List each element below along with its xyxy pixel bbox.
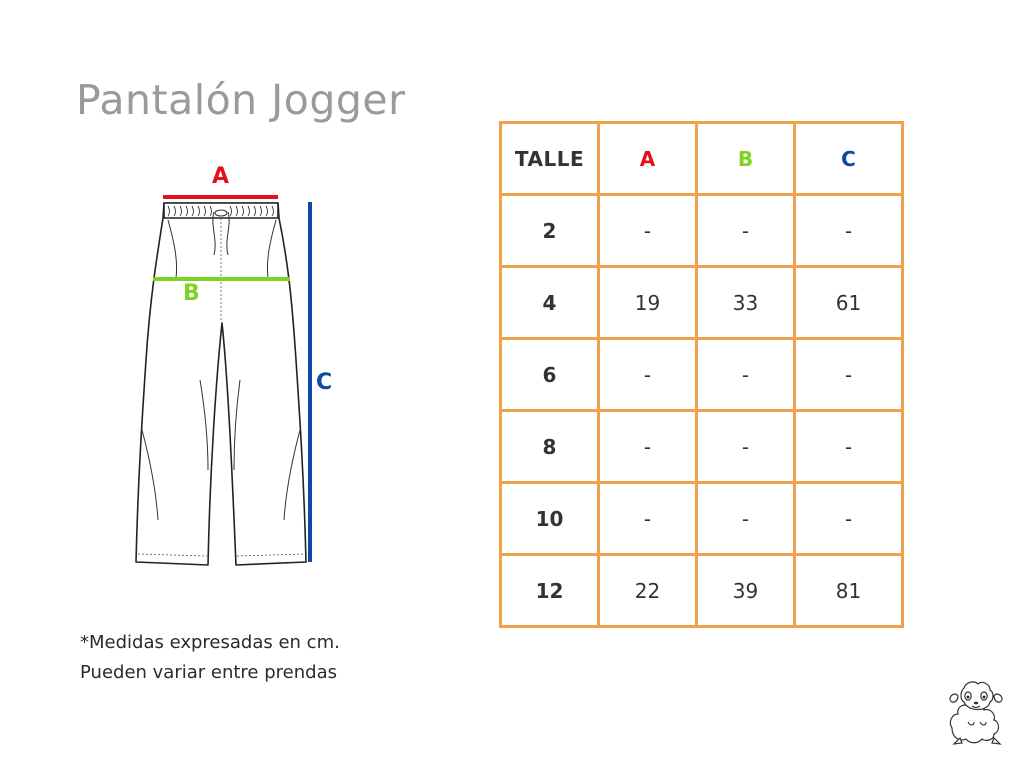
header-c: C [793, 121, 904, 196]
fold-line-knee-left [199, 379, 209, 471]
value-a-cell: - [597, 193, 698, 268]
value-c-cell: - [793, 481, 904, 556]
value-c-cell: 61 [793, 265, 904, 340]
measure-label-a: A [212, 164, 230, 189]
table-row: 2 - - - [499, 193, 904, 268]
pants-outline [135, 202, 307, 566]
value-a-cell: - [597, 337, 698, 412]
page-title: Pantalón Jogger [76, 76, 406, 124]
measure-label-c: C [316, 370, 333, 395]
value-a-cell: 22 [597, 553, 698, 628]
table-row: 8 - - - [499, 409, 904, 484]
table-row: 12 22 39 81 [499, 553, 904, 628]
note-line-1: *Medidas expresadas en cm. [80, 632, 340, 653]
value-c-cell: - [793, 409, 904, 484]
size-cell: 4 [499, 265, 600, 340]
waistband-gathers [167, 205, 274, 217]
value-b-cell: - [695, 409, 796, 484]
value-c-cell: - [793, 193, 904, 268]
note-line-2: Pueden variar entre prendas [80, 662, 337, 683]
value-c-cell: - [793, 337, 904, 412]
size-cell: 2 [499, 193, 600, 268]
drawstring [212, 209, 230, 256]
size-cell: 12 [499, 553, 600, 628]
value-a-cell: 19 [597, 265, 698, 340]
pocket-right [266, 219, 277, 279]
hem-stitch-left [137, 553, 208, 557]
hem-stitch-right [236, 553, 306, 557]
size-cell: 6 [499, 337, 600, 412]
size-table: TALLE A B C 2 - - - 4 19 33 61 6 - - - 8… [499, 121, 904, 628]
fold-line-knee-right [233, 379, 241, 471]
table-row: 10 - - - [499, 481, 904, 556]
pants-diagram [135, 195, 312, 566]
value-a-cell: - [597, 481, 698, 556]
value-b-cell: - [695, 481, 796, 556]
pocket-left [167, 219, 178, 279]
sheep-icon [949, 681, 1003, 745]
size-cell: 10 [499, 481, 600, 556]
header-talle: TALLE [499, 121, 600, 196]
value-b-cell: - [695, 193, 796, 268]
value-b-cell: 33 [695, 265, 796, 340]
fold-line-right [283, 429, 301, 521]
header-a: A [597, 121, 698, 196]
measure-label-b: B [183, 281, 200, 306]
fold-line-left [141, 429, 159, 521]
table-row: 6 - - - [499, 337, 904, 412]
value-c-cell: 81 [793, 553, 904, 628]
measurement-note: *Medidas expresadas en cm. Pueden variar… [80, 628, 340, 688]
value-b-cell: 39 [695, 553, 796, 628]
value-a-cell: - [597, 409, 698, 484]
table-row: 4 19 33 61 [499, 265, 904, 340]
value-b-cell: - [695, 337, 796, 412]
size-cell: 8 [499, 409, 600, 484]
table-header-row: TALLE A B C [499, 121, 904, 196]
header-b: B [695, 121, 796, 196]
